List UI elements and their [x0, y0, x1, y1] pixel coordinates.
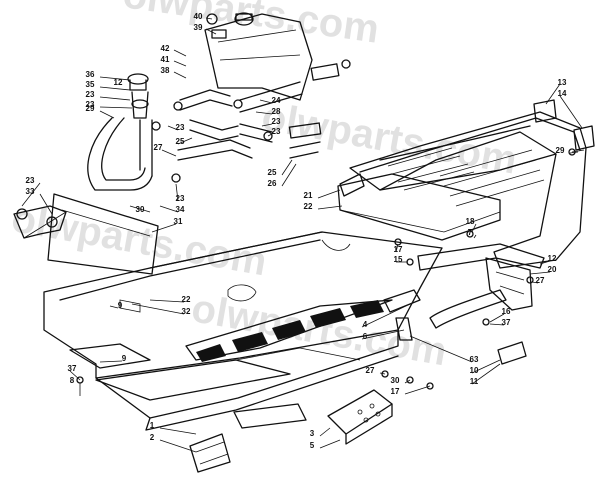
part-number-label: 34 — [176, 205, 185, 214]
part-number-label: 37 — [68, 364, 77, 373]
part-number-label: 23 — [272, 127, 281, 136]
part-number-label: 27 — [366, 366, 375, 375]
part-number-label: 27 — [154, 143, 163, 152]
part-number-label: 2 — [150, 433, 155, 442]
left-side-panel — [47, 193, 159, 275]
part-number-label: 22 — [304, 202, 313, 211]
part-number-label: 30 — [136, 205, 145, 214]
part-number-label: 23 — [272, 117, 281, 126]
bottom-brackets — [189, 389, 393, 473]
part-number-label: 23 — [26, 176, 35, 185]
rear-extension — [383, 243, 545, 341]
left-stub-hose — [13, 205, 67, 239]
part-number-label: 33 — [26, 187, 35, 196]
part-number-label: 7 — [468, 228, 473, 237]
reflector-plates — [533, 99, 595, 151]
part-number-label: 23 — [86, 90, 95, 99]
part-number-label: 63 — [470, 355, 479, 364]
part-number-label: 25 — [268, 168, 277, 177]
part-number-label: 23 — [86, 100, 95, 109]
part-number-label: 14 — [558, 89, 567, 98]
part-number-label: 30 — [391, 376, 400, 385]
part-number-label: 18 — [466, 217, 475, 226]
part-number-label: 12 — [548, 254, 557, 263]
part-number-label: 23 — [176, 123, 185, 132]
part-number-label: 39 — [194, 23, 203, 32]
part-number-label: 26 — [268, 179, 277, 188]
part-number-label: 38 — [161, 66, 170, 75]
part-number-label: 17 — [394, 245, 403, 254]
part-number-label: 8 — [70, 376, 75, 385]
hardware-fasteners — [76, 148, 585, 396]
part-number-label: 29 — [556, 146, 565, 155]
part-number-label: 25 — [176, 137, 185, 146]
part-number-label: 3 — [310, 429, 315, 438]
part-number-label: 41 — [161, 55, 170, 64]
part-number-label: 10 — [470, 366, 479, 375]
part-number-label: 21 — [304, 191, 313, 200]
part-number-label: 37 — [502, 318, 511, 327]
part-number-label: 9 — [122, 354, 127, 363]
part-number-label: 11 — [470, 377, 479, 386]
watermark-text: olwparts.com — [259, 95, 521, 183]
rear-shelf — [337, 173, 501, 241]
part-number-label: 17 — [391, 387, 400, 396]
part-number-label: 22 — [182, 295, 191, 304]
part-number-label: 6 — [363, 332, 368, 341]
leader-lines — [21, 17, 583, 453]
part-number-label: 5 — [310, 441, 315, 450]
watermark-text: olwparts.com — [120, 0, 381, 52]
heat-exchanger — [185, 299, 393, 362]
part-number-label: 32 — [182, 307, 191, 316]
part-number-label: 15 — [394, 255, 403, 264]
part-number-label: 42 — [161, 44, 170, 53]
part-number-label: 16 — [502, 307, 511, 316]
lower-skid-plate — [69, 343, 361, 401]
rear-flap — [497, 341, 527, 365]
part-number-label: 29 — [86, 104, 95, 113]
part-number-label: 35 — [86, 80, 95, 89]
part-number-label: 24 — [272, 96, 281, 105]
coolant-tank — [204, 12, 313, 101]
part-number-label: 31 — [174, 217, 183, 226]
part-number-label: 13 — [558, 78, 567, 87]
part-number-label: 28 — [272, 107, 281, 116]
part-number-label: 23 — [176, 194, 185, 203]
part-number-label: 27 — [536, 276, 545, 285]
part-number-label: 1 — [150, 421, 155, 430]
part-number-label: 20 — [548, 265, 557, 274]
radiator-cap-assembly — [127, 73, 149, 119]
part-number-label: 40 — [194, 12, 203, 21]
part-number-label: 36 — [86, 70, 95, 79]
part-number-label: 12 — [114, 78, 123, 87]
part-number-label: 4 — [363, 320, 368, 329]
part-number-label: 9 — [118, 301, 123, 310]
